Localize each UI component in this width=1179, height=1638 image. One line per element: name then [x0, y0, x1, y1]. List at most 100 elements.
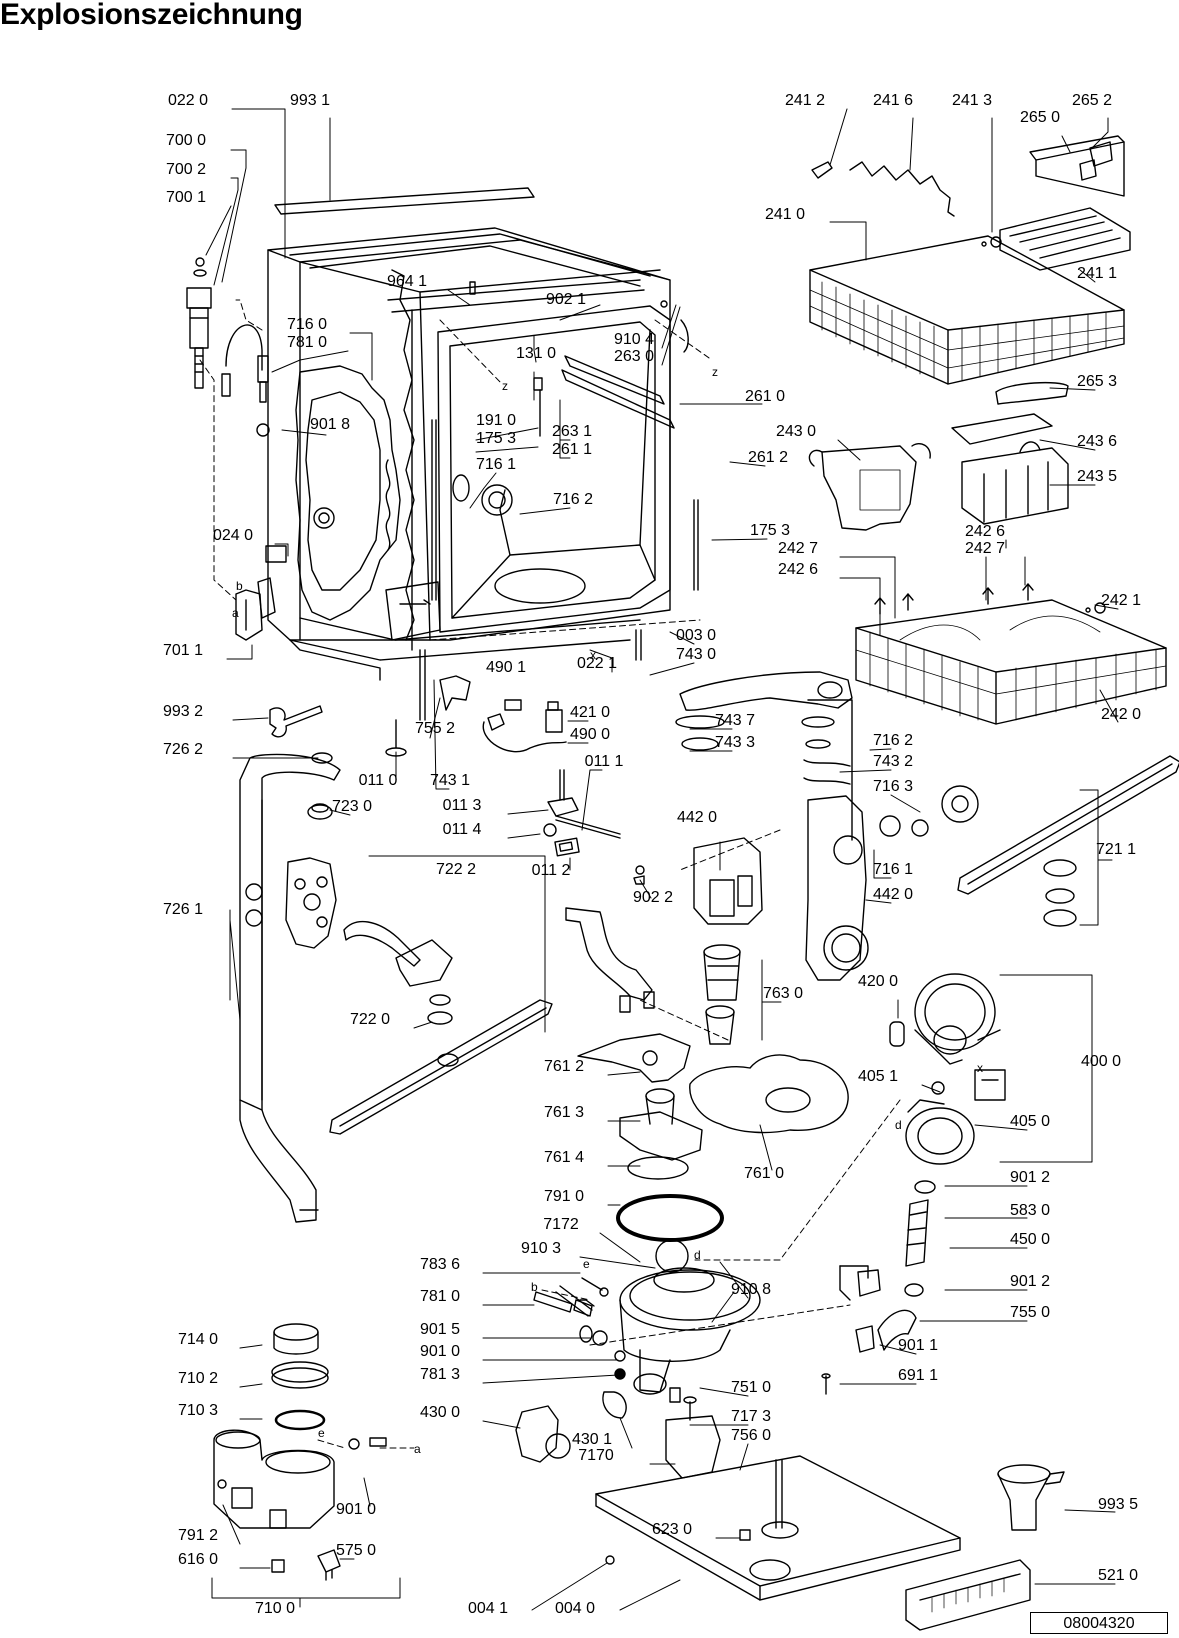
part-callout-label: 261 2: [747, 449, 789, 466]
part-callout-label: 011 2: [531, 862, 571, 879]
part-callout-label: 011 1: [584, 753, 624, 770]
document-number-box: 08004320: [1030, 1612, 1168, 1634]
part-callout-label: 726 2: [162, 741, 204, 758]
part-callout-label: 450 0: [1009, 1231, 1051, 1248]
lower-basket: [855, 583, 1167, 725]
hose-connector-parts: [186, 257, 270, 641]
part-callout-label: 716 1: [872, 861, 914, 878]
part-callout-label: 710 0: [254, 1600, 296, 1617]
part-callout-label: 902 1: [545, 291, 587, 308]
part-callout-label: 901 0: [419, 1343, 461, 1360]
part-callout-label: 901 8: [309, 416, 351, 433]
reference-letter: x: [590, 648, 596, 662]
part-callout-label: 420 0: [857, 973, 899, 990]
part-callout-label: 902 2: [632, 889, 674, 906]
part-callout-label: 490 0: [569, 726, 611, 743]
part-callout-label: 761 3: [543, 1104, 585, 1121]
reference-letter: x: [977, 1061, 983, 1075]
part-callout-label: 901 2: [1009, 1273, 1051, 1290]
part-callout-label: 004 0: [554, 1600, 596, 1617]
part-callout-label: 901 0: [335, 1501, 377, 1518]
circulation-pump: [821, 973, 1006, 1395]
part-callout-label: 781 0: [286, 334, 328, 351]
part-callout-label: 421 0: [569, 704, 611, 721]
part-callout-label: 743 0: [675, 646, 717, 663]
part-callout-label: 756 0: [730, 1427, 772, 1444]
part-callout-label: 743 7: [714, 712, 756, 729]
part-callout-label: 400 0: [1080, 1053, 1122, 1070]
part-callout-label: 755 2: [414, 720, 456, 737]
water-supply-pipe: [239, 753, 341, 1223]
part-callout-label: 263 1: [551, 423, 593, 440]
part-callout-label: 993 5: [1097, 1496, 1139, 1513]
part-callout-label: 243 6: [1076, 433, 1118, 450]
part-callout-label: 910 8: [730, 1281, 772, 1298]
part-callout-label: 442 0: [872, 886, 914, 903]
part-callout-label: 901 5: [419, 1321, 461, 1338]
part-callout-label: 901 2: [1009, 1169, 1051, 1186]
base-and-accessories: [595, 1455, 1065, 1631]
part-callout-label: 442 0: [676, 809, 718, 826]
salt-container-assembly: [213, 1323, 387, 1581]
part-callout-label: 241 2: [784, 92, 826, 109]
part-callout-label: 964 1: [386, 273, 428, 290]
reference-letter: a: [232, 606, 239, 620]
part-callout-label: 791 2: [177, 1527, 219, 1544]
part-callout-label: 700 1: [165, 189, 207, 206]
part-callout-label: 901 1: [897, 1337, 939, 1354]
part-callout-label: 521 0: [1097, 1567, 1139, 1584]
leader-lines: [205, 108, 1119, 1611]
part-callout-label: 755 0: [1009, 1304, 1051, 1321]
part-callout-label: 175 3: [749, 522, 791, 539]
upper-spray-arm-assembly: [285, 857, 553, 1135]
part-callout-label: 011 0: [358, 772, 398, 789]
part-callout-label: 761 0: [743, 1165, 785, 1182]
lower-spray-arm-and-housing: [675, 671, 1179, 981]
part-callout-label: 993 1: [289, 92, 331, 109]
reference-letter: e: [583, 1257, 590, 1271]
part-callout-label: 761 2: [543, 1058, 585, 1075]
part-callout-label: 743 2: [872, 753, 914, 770]
part-callout-label: 583 0: [1009, 1202, 1051, 1219]
part-callout-label: 716 2: [552, 491, 594, 508]
part-callout-label: 743 1: [429, 772, 471, 789]
part-callout-label: 242 0: [1100, 706, 1142, 723]
part-callout-label: 011 3: [442, 797, 482, 814]
part-callout-label: 716 0: [286, 316, 328, 333]
part-callout-label: 993 2: [162, 703, 204, 720]
part-callout-label: 722 2: [435, 861, 477, 878]
part-callout-label: 623 0: [651, 1521, 693, 1538]
part-callout-label: 716 3: [872, 778, 914, 795]
part-callout-label: 003 0: [675, 627, 717, 644]
part-callout-label: 714 0: [177, 1331, 219, 1348]
part-callout-label: 701 1: [162, 642, 204, 659]
reference-letter: d: [895, 1118, 902, 1132]
part-callout-label: 430 1: [571, 1431, 613, 1448]
part-callout-label: 575 0: [335, 1542, 377, 1559]
part-callout-label: 242 1: [1100, 592, 1142, 609]
part-callout-label: 242 7: [964, 540, 1006, 557]
part-callout-label: 716 1: [475, 456, 517, 473]
part-callout-label: 781 3: [419, 1366, 461, 1383]
part-callout-label: 243 5: [1076, 468, 1118, 485]
part-callout-label: 783 6: [419, 1256, 461, 1273]
part-callout-label: 261 0: [744, 388, 786, 405]
reference-letter: b: [236, 579, 243, 593]
part-callout-label: 131 0: [515, 345, 557, 362]
part-callout-label: 430 0: [419, 1404, 461, 1421]
top-cover-panel: [274, 187, 535, 215]
part-callout-label: 726 1: [162, 901, 204, 918]
part-callout-label: 011 4: [442, 821, 482, 838]
part-callout-label: 616 0: [177, 1551, 219, 1568]
reference-letter: z: [502, 379, 508, 393]
part-callout-label: 261 1: [551, 441, 593, 458]
inlet-small-parts: [533, 1277, 609, 1317]
part-callout-label: 716 2: [872, 732, 914, 749]
part-callout-label: 242 6: [777, 561, 819, 578]
part-callout-label: 242 6: [964, 523, 1006, 540]
part-callout-label: 700 0: [165, 132, 207, 149]
part-callout-label: 022 1: [576, 655, 618, 672]
part-callout-label: 175 3: [475, 430, 517, 447]
part-callout-label: 717 3: [730, 1408, 772, 1425]
